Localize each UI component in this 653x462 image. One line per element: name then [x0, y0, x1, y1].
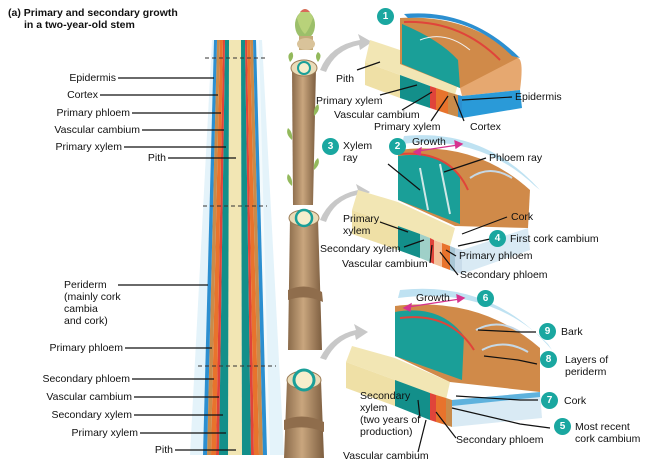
b3-label-most-recent-cork-cambium: Most recent cork cambium: [575, 421, 640, 445]
step-badge-6: 6: [477, 290, 494, 307]
label-secondary-xylem: Secondary xylem: [51, 409, 132, 421]
step-badge-4: 4: [489, 230, 506, 247]
b1-label-cortex: Cortex: [470, 121, 501, 133]
b3-label-secondary-xylem: Secondary xylem (two years of production…: [360, 390, 420, 438]
b1-label-pith: Pith: [336, 73, 354, 85]
b1-label-epidermis: Epidermis: [515, 91, 562, 103]
b2-label-secondary-phloem: Secondary phloem: [460, 269, 548, 281]
stem-section-2: [288, 210, 323, 350]
label-primary-phloem-2: Primary phloem: [49, 342, 123, 354]
b3-label-growth: Growth: [416, 292, 450, 304]
pith-band: [228, 40, 242, 455]
step-badge-2: 2: [389, 138, 406, 155]
figure-title: (a) Primary and secondary growth in a tw…: [8, 7, 178, 31]
b2-label-vascular-cambium: Vascular cambium: [342, 258, 428, 270]
b1-label-primary-xylem: Primary xylem: [316, 95, 383, 107]
label-pith-2: Pith: [155, 444, 173, 456]
step-badge-3: 3: [322, 138, 339, 155]
b2-label-primary-phloem: Primary phloem: [459, 250, 533, 262]
label-vascular-cambium: Vascular cambium: [54, 124, 140, 136]
b3-label-secondary-phloem: Secondary phloem: [456, 434, 544, 446]
b2-label-phloem-ray: Phloem ray: [489, 152, 542, 164]
young-shoot: [295, 9, 315, 50]
stem-section-3: [284, 370, 324, 458]
b3-label-vascular-cambium: Vascular cambium: [343, 450, 429, 462]
figure-title-line1: (a) Primary and secondary growth: [8, 7, 178, 19]
step-badge-1: 1: [377, 8, 394, 25]
stem-section-1: [287, 52, 320, 205]
b2-label-xylem-ray: Xylem ray: [343, 140, 372, 164]
step-badge-9: 9: [539, 323, 556, 340]
label-epidermis: Epidermis: [69, 72, 116, 84]
label-vascular-cambium-2: Vascular cambium: [46, 391, 132, 403]
label-primary-phloem: Primary phloem: [56, 107, 130, 119]
label-primary-xylem-2: Primary xylem: [71, 427, 138, 439]
label-primary-xylem: Primary xylem: [55, 141, 122, 153]
b2-label-cork: Cork: [511, 211, 533, 223]
label-pith: Pith: [148, 152, 166, 164]
step-badge-8: 8: [540, 351, 557, 368]
label-periderm: Periderm (mainly cork cambia and cork): [64, 279, 144, 327]
b2-label-first-cork-cambium: First cork cambium: [510, 233, 599, 245]
b1-label-vascular-cambium: Vascular cambium: [334, 109, 420, 121]
b3-label-layers-of-periderm: Layers of periderm: [565, 354, 608, 378]
figure-title-line2: in a two-year-old stem: [8, 19, 178, 31]
label-secondary-phloem: Secondary phloem: [42, 373, 130, 385]
label-cortex: Cortex: [67, 89, 98, 101]
step-badge-7: 7: [541, 392, 558, 409]
b1-label-primary-xylem-2: Primary xylem: [374, 121, 441, 133]
b3-label-cork: Cork: [564, 395, 586, 407]
b2-label-primary-xylem: Primary xylem: [343, 213, 379, 237]
b2-label-secondary-xylem: Secondary xylem: [320, 243, 401, 255]
longitudinal-section: [190, 40, 284, 455]
b3-label-bark: Bark: [561, 326, 583, 338]
step-badge-5: 5: [554, 418, 571, 435]
b2-label-growth: Growth: [412, 136, 446, 148]
